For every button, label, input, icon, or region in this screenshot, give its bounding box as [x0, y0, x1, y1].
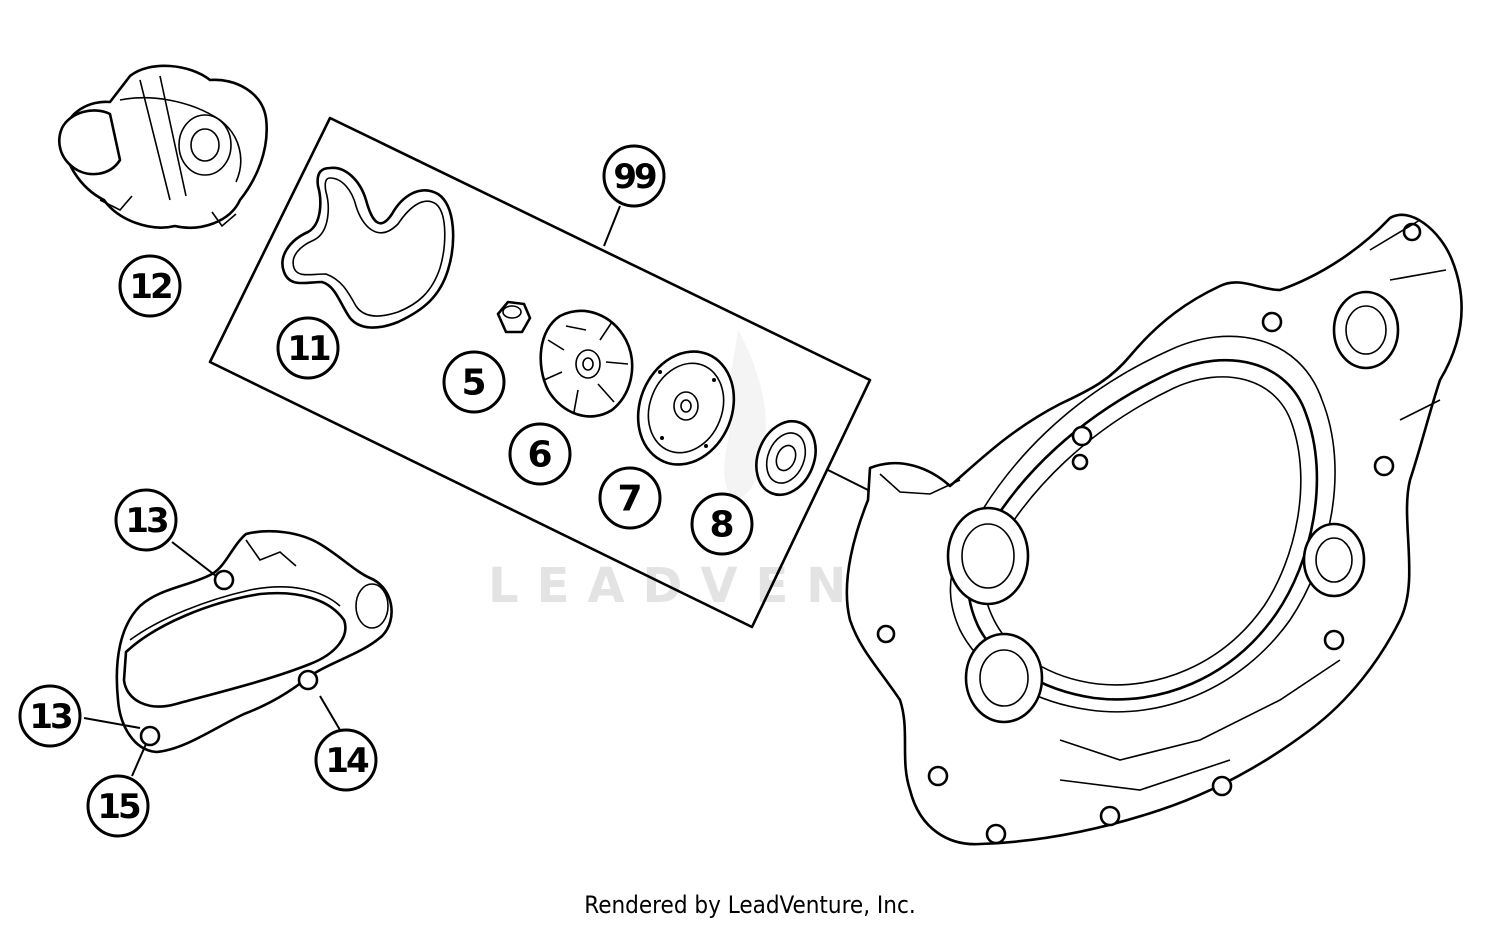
- svg-text:13: 13: [125, 501, 167, 541]
- svg-text:5: 5: [461, 363, 486, 404]
- leader-15: [131, 743, 147, 777]
- shaft-seal-part: [755, 419, 817, 497]
- leader-14: [319, 695, 341, 731]
- callout-7: 7: [598, 466, 662, 530]
- callout-6: 6: [508, 422, 572, 486]
- impeller-part: [539, 309, 634, 418]
- svg-text:8: 8: [709, 505, 734, 546]
- pump-cover-part: [115, 529, 393, 754]
- svg-text:14: 14: [325, 741, 369, 781]
- callout-8: 8: [690, 492, 754, 556]
- crankcase-cover-part: [845, 213, 1463, 846]
- footer-credit: Rendered by LeadVenture, Inc.: [584, 891, 916, 919]
- gasket-part: [281, 166, 455, 329]
- svg-text:15: 15: [97, 787, 140, 827]
- callout-99: 99: [602, 144, 666, 247]
- svg-text:6: 6: [527, 435, 552, 476]
- leader-13b: [83, 717, 141, 729]
- svg-text:12: 12: [129, 267, 171, 307]
- callout-12: 12: [118, 254, 182, 318]
- callout-13-lower: 13: [18, 684, 82, 748]
- svg-text:13: 13: [29, 697, 71, 737]
- svg-text:7: 7: [617, 479, 642, 520]
- callout-15: 15: [86, 774, 150, 838]
- seal-plate-part: [636, 350, 736, 466]
- leader-13a: [171, 541, 217, 577]
- watermark-logo: [724, 330, 767, 499]
- svg-text:11: 11: [287, 329, 330, 369]
- callout-11: 11: [276, 316, 340, 380]
- nut-part: [496, 300, 532, 334]
- kit-outline: [208, 116, 872, 629]
- callout-13-upper: 13: [114, 488, 178, 552]
- callout-5: 5: [442, 350, 506, 414]
- callout-14: 14: [314, 728, 378, 792]
- svg-text:99: 99: [613, 157, 656, 197]
- pump-housing-part: [58, 64, 268, 230]
